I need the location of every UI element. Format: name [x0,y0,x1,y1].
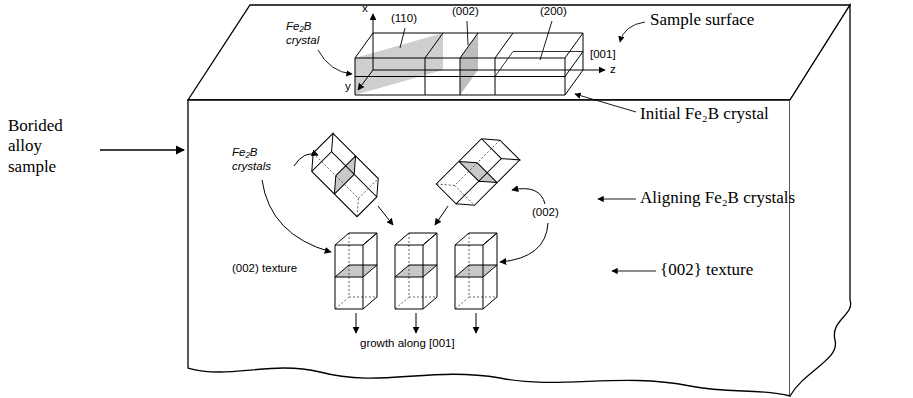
axis-label: y [345,80,351,94]
axis-label: z [610,63,616,77]
axis-label: x [362,2,368,16]
aligning-crystal [303,133,386,216]
callout-label: Initial Fe₂B crystal [640,104,769,124]
aligning-crystal [436,130,519,213]
growth-label: growth along [001] [360,337,455,351]
initial-crystal [355,33,583,95]
plane-label: (002) [452,5,479,19]
leader-lines [100,21,656,271]
crystal-label: Fe₂B crystal [286,20,330,48]
sample-top-face [188,5,850,100]
callout-label: {002} texture [660,260,753,280]
callout-label: Borided alloy sample [8,116,80,177]
sample-side-face [790,5,851,396]
axes [358,14,605,90]
callout-label: Sample surface [650,10,754,30]
inner-arrows [262,154,548,333]
plane-label: (002) [532,206,559,220]
texture-label: (002) texture [232,262,297,276]
textured-crystal [335,233,377,309]
textured-crystal [455,233,497,309]
direction-label: [001] [590,48,616,62]
sample-front-face [188,100,790,396]
plane-label: (110) [391,12,417,26]
textured-crystal [395,233,437,309]
crystal-label: Fe₂B crystals [232,146,294,174]
plane-label: (200) [540,5,567,19]
callout-label: Aligning Fe₂B crystals [640,188,795,208]
